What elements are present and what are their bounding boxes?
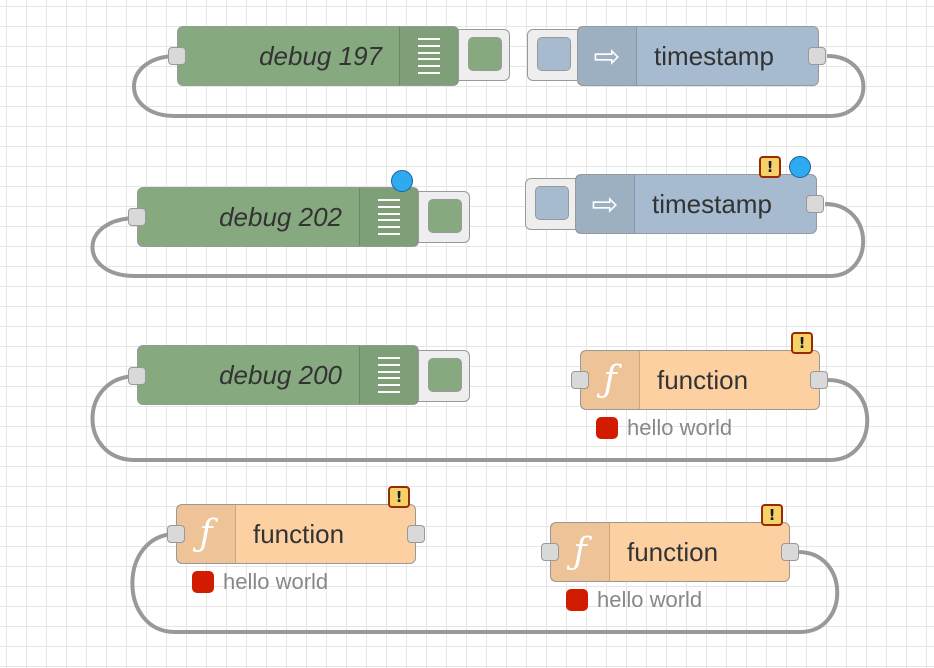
input-port[interactable] <box>128 208 146 226</box>
output-port[interactable] <box>806 195 824 213</box>
input-port[interactable] <box>128 367 146 385</box>
changed-indicator-icon <box>789 156 811 178</box>
inject-button[interactable] <box>535 186 569 220</box>
wire-timestamp-to-debug-197[interactable] <box>132 54 866 118</box>
changed-indicator-icon <box>391 170 413 192</box>
node-status: hello world <box>566 587 702 613</box>
output-port[interactable] <box>407 525 425 543</box>
function-f-icon: ƒ <box>581 351 640 409</box>
input-port[interactable] <box>541 543 559 561</box>
debug-node[interactable]: debug 202 <box>137 187 419 247</box>
node-label: function <box>657 364 749 395</box>
input-port[interactable] <box>571 371 589 389</box>
node-label: timestamp <box>654 40 774 71</box>
warning-icon: ! <box>388 486 410 508</box>
debug-node[interactable]: debug 197 <box>177 26 459 86</box>
wire-timestamp-to-debug-202[interactable] <box>90 202 866 278</box>
function-node[interactable]: ƒ function <box>550 522 790 582</box>
output-port[interactable] <box>781 543 799 561</box>
warning-icon: ! <box>759 156 781 178</box>
node-label: debug 202 <box>219 201 342 232</box>
list-lines-icon <box>359 346 418 404</box>
status-dot <box>566 589 588 611</box>
node-status: hello world <box>192 569 328 595</box>
debug-node[interactable]: debug 200 <box>137 345 419 405</box>
arrow-right-icon: ⇨ <box>576 175 635 233</box>
status-text: hello world <box>627 415 733 440</box>
wire-function-to-debug-200[interactable] <box>90 374 870 462</box>
inject-button[interactable] <box>537 37 571 71</box>
inject-node[interactable]: ⇨ timestamp <box>577 26 819 86</box>
warning-icon: ! <box>761 504 783 526</box>
function-f-icon: ƒ <box>551 523 610 581</box>
node-label: timestamp <box>652 188 772 219</box>
list-lines-icon <box>399 27 458 85</box>
function-node[interactable]: ƒ function <box>580 350 820 410</box>
toggle-button[interactable] <box>428 358 462 392</box>
output-port[interactable] <box>810 371 828 389</box>
toggle-button[interactable] <box>428 199 462 233</box>
node-label: function <box>627 536 719 567</box>
arrow-right-icon: ⇨ <box>578 27 637 85</box>
list-lines-icon <box>359 188 418 246</box>
node-label: debug 200 <box>219 359 342 390</box>
wire-function-to-function[interactable] <box>130 532 840 634</box>
node-label: debug 197 <box>259 40 382 71</box>
warning-icon: ! <box>791 332 813 354</box>
node-label: function <box>253 518 345 549</box>
toggle-button[interactable] <box>468 37 502 71</box>
inject-node[interactable]: ⇨ timestamp <box>575 174 817 234</box>
node-status: hello world <box>596 415 732 441</box>
status-dot <box>596 417 618 439</box>
function-node[interactable]: ƒ function <box>176 504 416 564</box>
input-port[interactable] <box>168 47 186 65</box>
status-dot <box>192 571 214 593</box>
status-text: hello world <box>597 587 703 612</box>
input-port[interactable] <box>167 525 185 543</box>
function-f-icon: ƒ <box>177 505 236 563</box>
status-text: hello world <box>223 569 329 594</box>
output-port[interactable] <box>808 47 826 65</box>
